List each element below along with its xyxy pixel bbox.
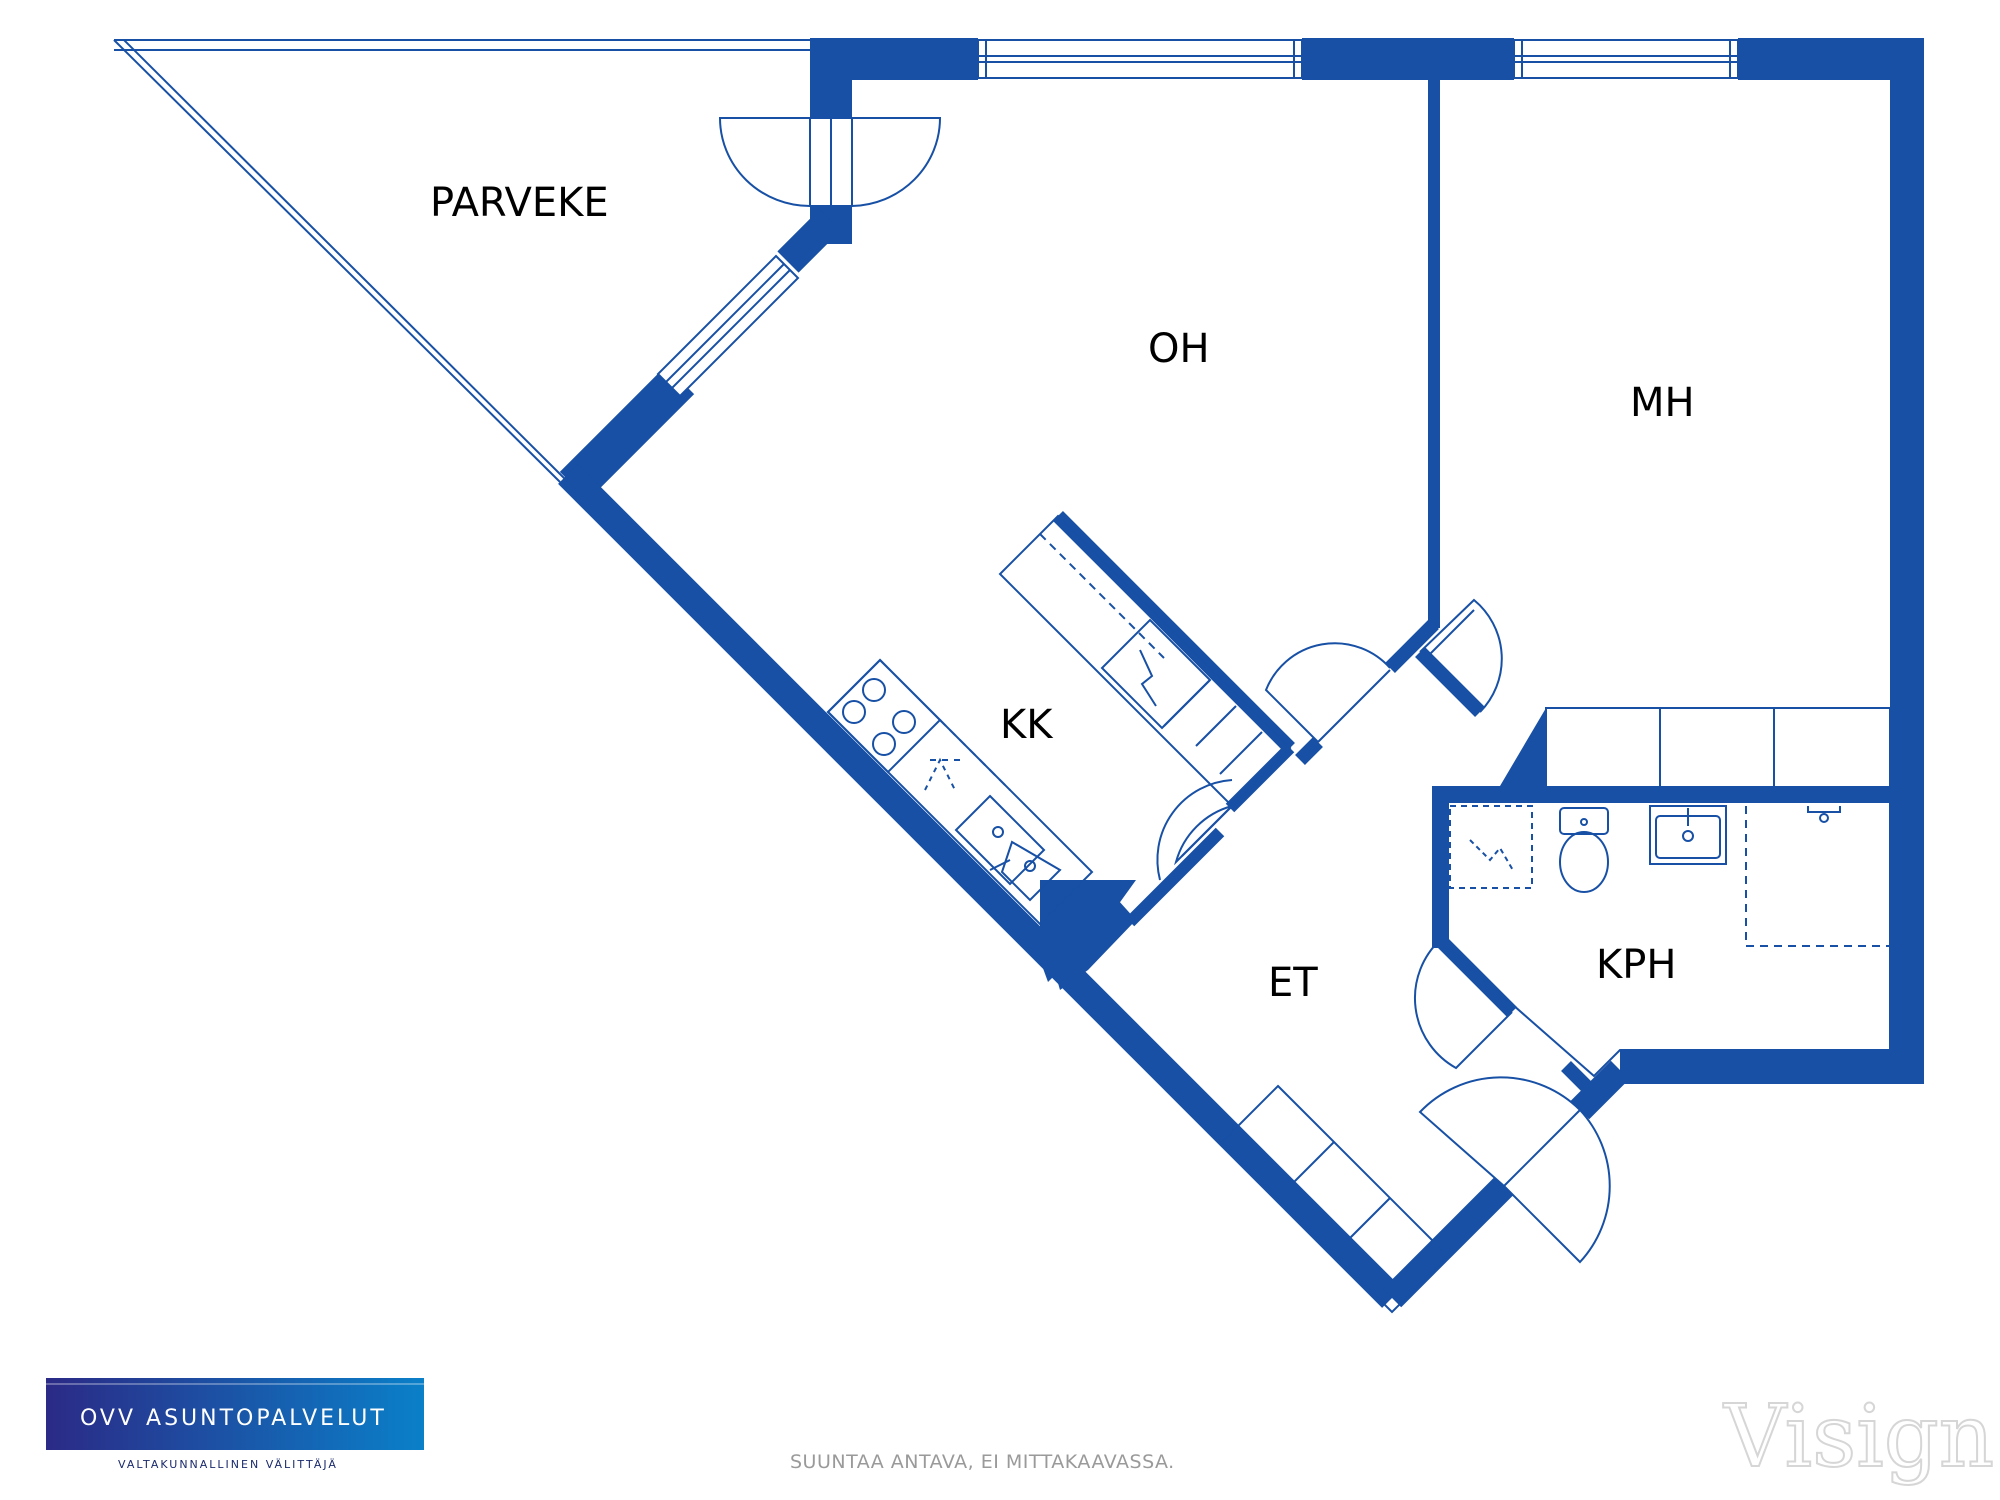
balcony-outline — [113, 39, 812, 483]
hall-wardrobe — [1220, 1084, 1450, 1314]
logo-title: OVV ASUNTOPALVELUT — [80, 1406, 387, 1431]
watermark-text: Visign — [1723, 1387, 1994, 1487]
doors — [1264, 598, 1611, 1264]
room-label-mh: MH — [1630, 380, 1695, 426]
bedroom-wardrobe — [1545, 707, 1891, 789]
balcony-door — [718, 117, 942, 207]
walls — [810, 38, 1924, 1084]
kitchen-fixtures — [826, 514, 1292, 926]
windows — [656, 39, 1739, 398]
bathroom-fixtures — [1447, 801, 1891, 1078]
room-label-oh: OH — [1148, 326, 1210, 372]
company-logo: OVV ASUNTOPALVELUT VALTAKUNNALLINEN VÄLI… — [46, 1378, 424, 1471]
diagonal-walls — [558, 209, 1630, 1308]
room-label-parveke: PARVEKE — [430, 180, 609, 226]
logo-subtitle: VALTAKUNNALLINEN VÄLITTÄJÄ — [118, 1458, 338, 1471]
room-label-kk: KK — [1000, 702, 1054, 748]
room-label-kph: KPH — [1596, 942, 1676, 988]
room-label-et: ET — [1268, 960, 1318, 1006]
disclaimer-text: SUUNTAA ANTAVA, EI MITTAKAAVASSA. — [790, 1451, 1175, 1473]
